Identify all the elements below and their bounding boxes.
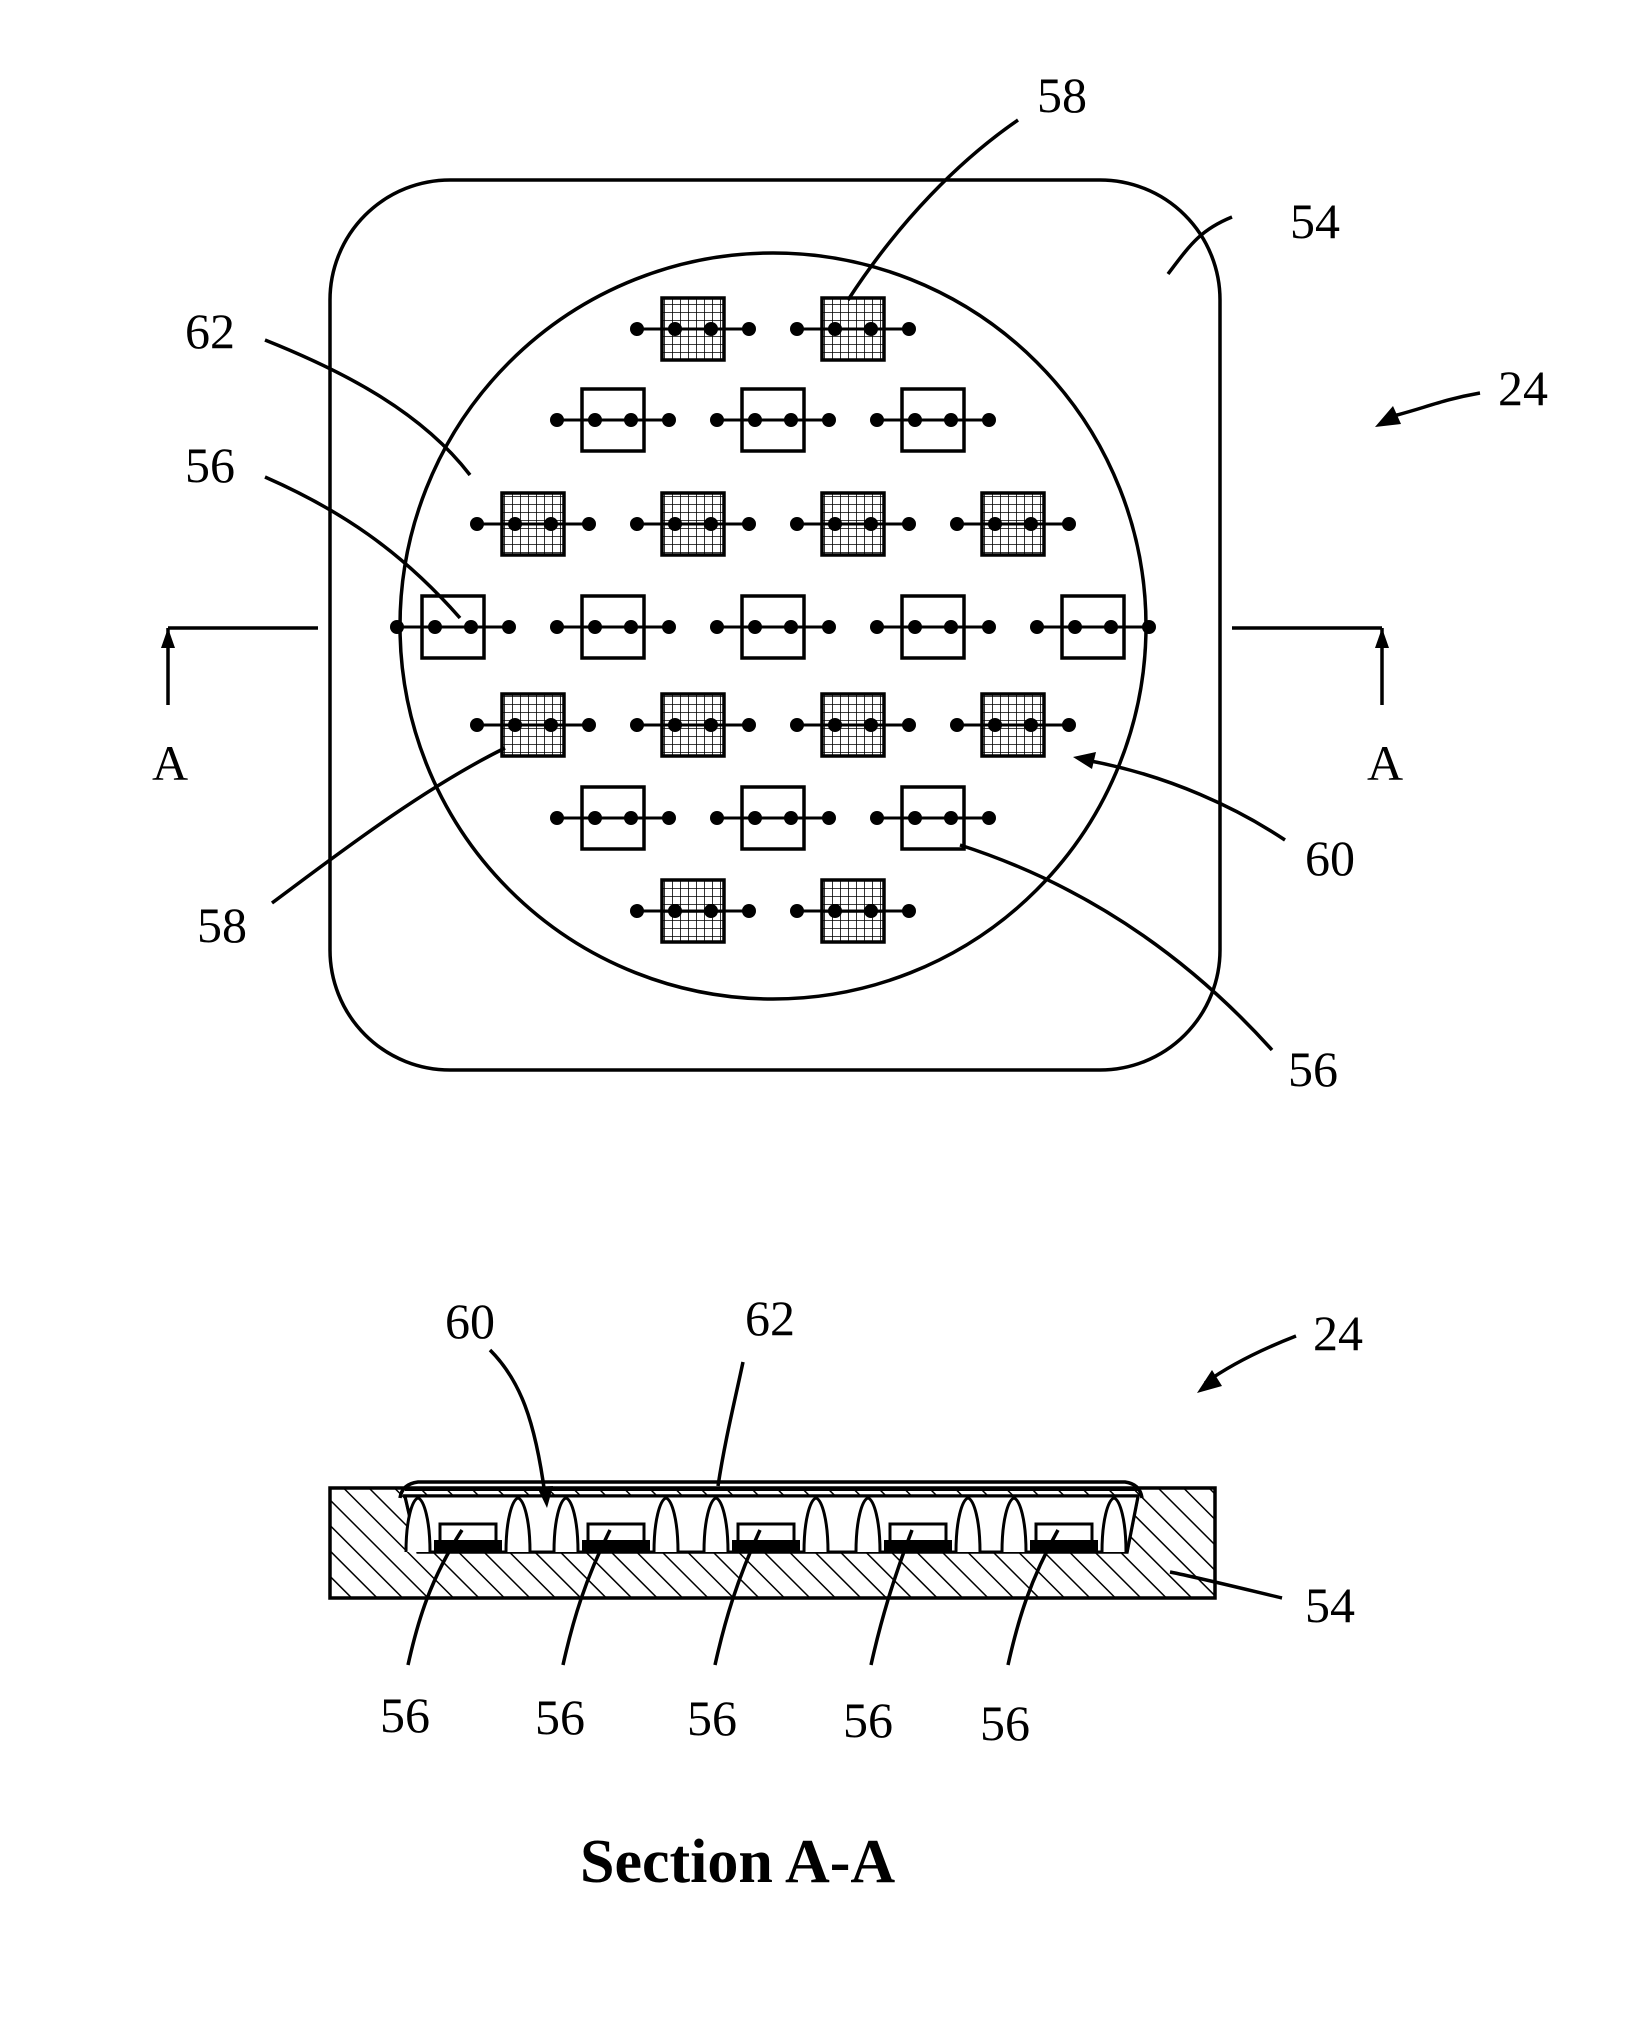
- section-title: Section A-A: [580, 1828, 895, 1896]
- leader-24: [1385, 393, 1480, 418]
- leader-58-bottom: [272, 748, 505, 903]
- label-58-bottom: 58: [197, 897, 247, 953]
- led-chip-58: [630, 493, 756, 555]
- arrowhead-60-top: [1073, 752, 1096, 769]
- label-54-top: 54: [1290, 193, 1340, 249]
- led-chip-56: [710, 596, 836, 658]
- top-view: 58 54 24 62 56 A A 60 58 56: [152, 67, 1548, 1097]
- leader-62-section: [718, 1362, 743, 1486]
- label-56-left: 56: [185, 437, 235, 493]
- led-chip-56: [710, 787, 836, 849]
- leader-54: [1168, 217, 1232, 274]
- chip-array: [390, 298, 1156, 942]
- led-chip-56: [710, 389, 836, 451]
- leader-60-section: [490, 1350, 545, 1495]
- led-chip-56: [550, 596, 676, 658]
- led-chip-56: [550, 389, 676, 451]
- led-chip-56: [550, 787, 676, 849]
- leader-56-right: [960, 845, 1272, 1050]
- led-chip-58: [630, 298, 756, 360]
- led-chip-58: [790, 493, 916, 555]
- led-chip-56: [1030, 596, 1156, 658]
- led-chip-56: [390, 596, 516, 658]
- chip-label-1: 56: [380, 1687, 430, 1743]
- section-view: 60 62 24 54 56 56 56 56 56 Section A-A: [330, 1290, 1363, 1896]
- label-a-left: A: [152, 735, 188, 791]
- led-chip-58: [790, 880, 916, 942]
- led-chip-58: [950, 493, 1076, 555]
- label-a-right: A: [1367, 735, 1403, 791]
- led-chip-56: [870, 787, 996, 849]
- led-chip-58: [630, 694, 756, 756]
- label-24-top: 24: [1498, 360, 1548, 416]
- led-chip-56: [870, 596, 996, 658]
- arrowhead-a-left: [161, 628, 175, 648]
- chip-label-2: 56: [535, 1689, 585, 1745]
- leader-58-top: [848, 120, 1018, 300]
- label-58-top: 58: [1037, 67, 1087, 123]
- label-60-section: 60: [445, 1293, 495, 1349]
- led-chip-58: [630, 880, 756, 942]
- label-62-section: 62: [745, 1290, 795, 1346]
- led-chip-58: [790, 298, 916, 360]
- label-60-top: 60: [1305, 830, 1355, 886]
- chip-label-4: 56: [843, 1692, 893, 1748]
- led-chip-58: [470, 493, 596, 555]
- led-chip-58: [790, 694, 916, 756]
- chip-label-5: 56: [980, 1695, 1030, 1751]
- leader-24-section: [1205, 1336, 1296, 1383]
- label-54-section: 54: [1305, 1577, 1355, 1633]
- led-chip-58: [950, 694, 1076, 756]
- led-chip-58: [470, 694, 596, 756]
- label-24-section: 24: [1313, 1305, 1363, 1361]
- led-chip-56: [870, 389, 996, 451]
- arrowhead-a-right: [1375, 628, 1389, 648]
- label-56-right: 56: [1288, 1041, 1338, 1097]
- leader-62: [265, 340, 470, 475]
- label-62-top: 62: [185, 303, 235, 359]
- chip-label-3: 56: [687, 1690, 737, 1746]
- arrowhead-24-top: [1375, 406, 1401, 427]
